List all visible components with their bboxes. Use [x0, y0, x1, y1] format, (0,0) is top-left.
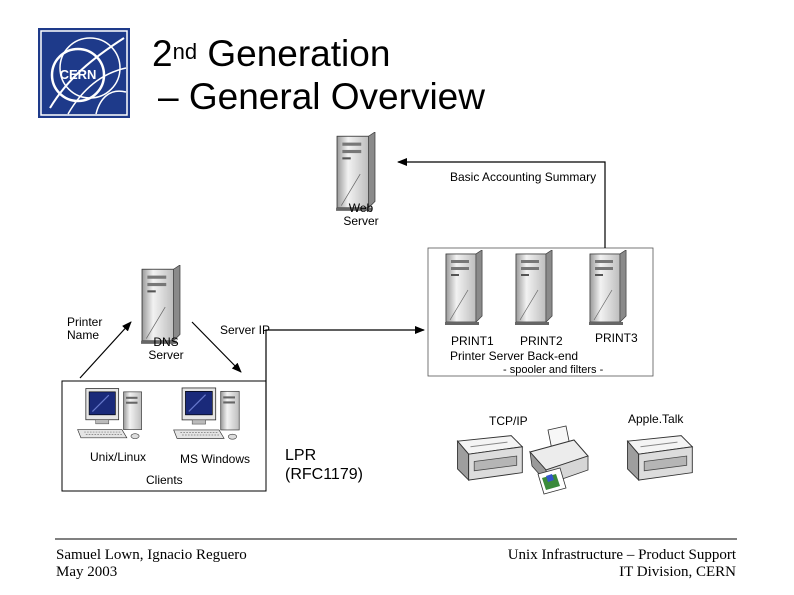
web-server-label-line1: Web	[348, 201, 374, 215]
windows-label: MS Windows	[180, 452, 251, 466]
lpr-arrow	[265, 326, 425, 430]
print2-label: PRINT2	[520, 334, 563, 348]
cern-logo-graphic	[38, 28, 130, 118]
print2-server-icon	[514, 250, 553, 326]
print3-server-icon	[588, 250, 627, 326]
web-server-label-line2: Server	[343, 214, 379, 228]
print1-server-icon	[444, 250, 483, 326]
inkjet-printer-icon	[529, 425, 589, 495]
backend-label: Printer Server Back-end	[450, 349, 579, 363]
tcpip-printer-icon	[457, 435, 523, 481]
footer-right: Unix Infrastructure – Product Support IT…	[508, 547, 736, 581]
server-ip-label: Server IP	[220, 323, 271, 337]
accounting-arrow	[397, 158, 606, 248]
appletalk-label: Apple.Talk	[628, 412, 684, 426]
slide-title-line1: 2nd Generation	[152, 33, 390, 75]
dns-server-label: DNS Server	[140, 336, 192, 362]
dns-server-label-line1: DNS	[153, 335, 179, 349]
appletalk-printer-icon	[627, 435, 693, 481]
printer-name-label-line2: Name	[67, 328, 100, 342]
footer-department: Unix Infrastructure – Product Support	[507, 547, 736, 563]
footer-date: May 2003	[56, 564, 118, 580]
title-generation: Generation	[197, 33, 391, 74]
footer-authors: Samuel Lown, Ignacio Reguero	[56, 547, 247, 563]
server-ip-arrow	[191, 321, 242, 373]
tcpip-label: TCP/IP	[489, 414, 528, 428]
printer-name-arrow	[79, 321, 132, 379]
unix-label: Unix/Linux	[90, 450, 147, 464]
dns-server-icon	[140, 265, 181, 345]
spooler-label: - spooler and filters -	[503, 364, 604, 376]
footer-division: IT Division, CERN	[619, 564, 736, 580]
footer-left: Samuel Lown, Ignacio Reguero May 2003	[56, 547, 247, 581]
clients-label: Clients	[146, 473, 183, 487]
lpr-label-line1: LPR	[285, 447, 317, 464]
slide-title-line2: – General Overview	[158, 76, 485, 117]
cern-logo: CERN	[38, 28, 130, 118]
print1-label: PRINT1	[451, 334, 494, 348]
web-server-label: Web Server	[336, 202, 386, 228]
printer-name-label: Printer Name	[67, 316, 102, 342]
title-superscript: nd	[172, 39, 198, 64]
lpr-label-line2: (RFC1179)	[285, 466, 363, 483]
dns-server-label-line2: Server	[148, 348, 184, 362]
print3-label: PRINT3	[595, 331, 638, 345]
accounting-label: Basic Accounting Summary	[450, 170, 597, 184]
printer-name-label-line1: Printer	[67, 315, 103, 329]
title-number: 2	[152, 33, 173, 74]
cern-logo-text: CERN	[59, 67, 97, 82]
web-server-icon	[335, 132, 376, 212]
lpr-label: LPR (RFC1179)	[285, 446, 363, 484]
